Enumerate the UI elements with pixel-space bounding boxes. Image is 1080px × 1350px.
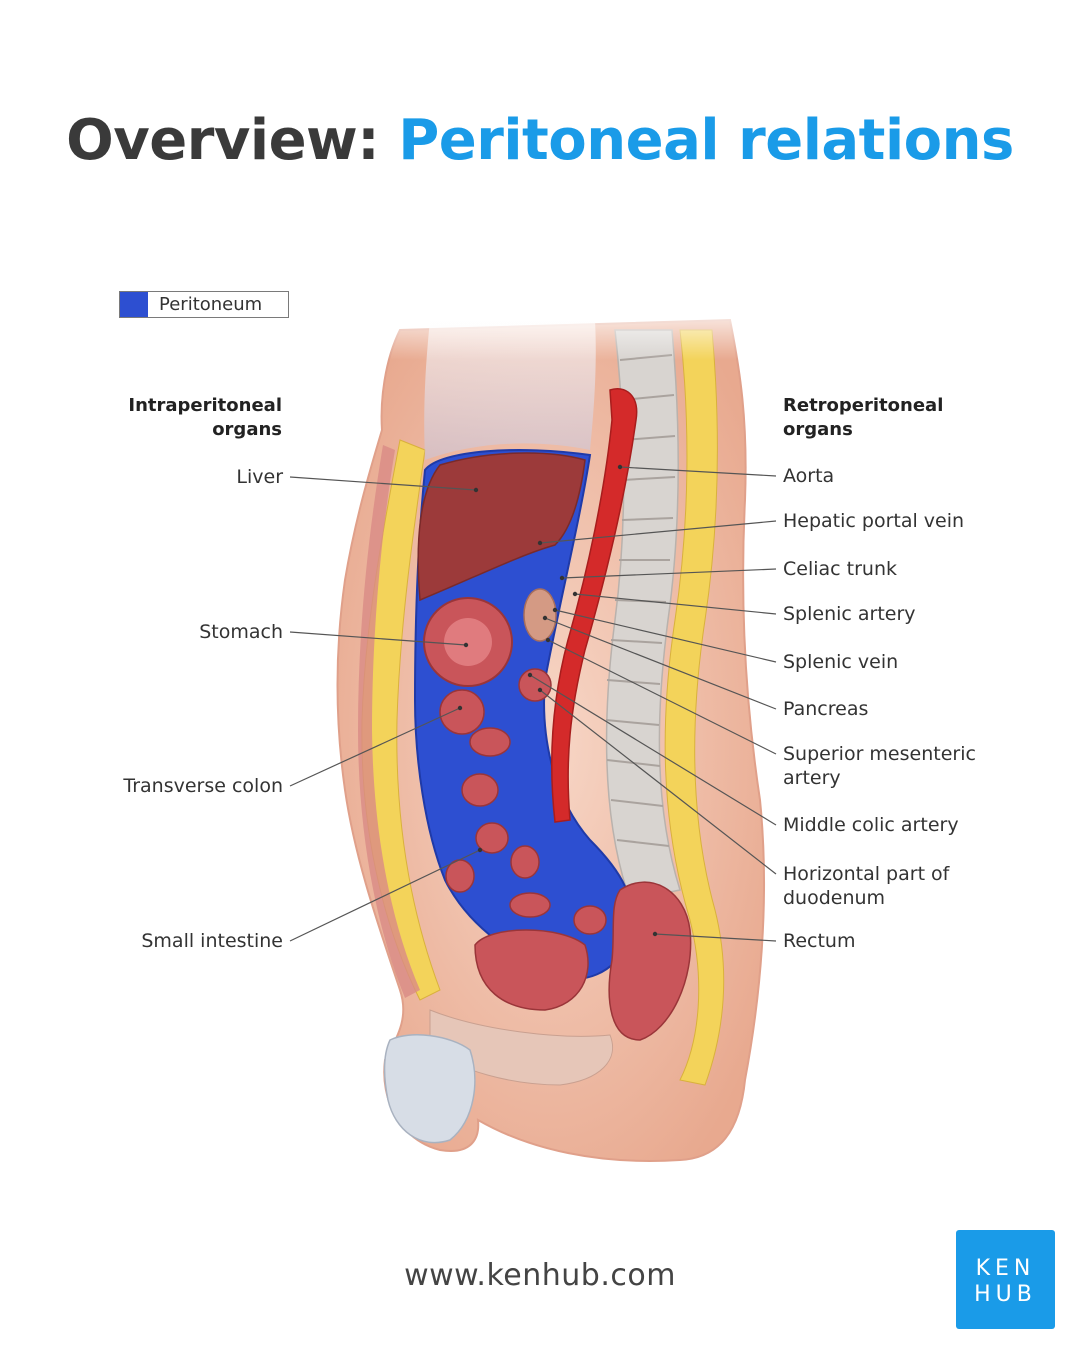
legend: Peritoneum <box>119 291 289 318</box>
label-superior-mesenteric-artery-line1: Superior mesenteric <box>783 743 976 765</box>
label-aorta: Aorta <box>783 464 834 488</box>
retroperitoneal-heading-line1: Retroperitoneal <box>783 395 944 416</box>
label-small-intestine: Small intestine <box>141 930 283 952</box>
label-transverse-colon: Transverse colon <box>123 775 283 797</box>
label-stomach: Stomach <box>199 621 283 643</box>
title-prefix: Overview: <box>66 108 380 173</box>
label-hepatic-portal-vein-line1: Hepatic portal vein <box>783 510 965 532</box>
retroperitoneal-heading-line2: organs <box>783 419 853 440</box>
pelvic-floor <box>429 1009 613 1086</box>
intraperitoneal-heading-line2: organs <box>212 419 282 440</box>
label-celiac-trunk-line1: Celiac trunk <box>783 558 897 580</box>
label-superior-mesenteric-artery-line2: artery <box>783 767 841 789</box>
pancreas-organ <box>523 588 557 642</box>
label-liver: Liver <box>236 466 283 488</box>
intraperitoneal-heading-line1: Intraperitoneal <box>128 395 282 416</box>
label-pancreas-line1: Pancreas <box>783 698 869 720</box>
legend-swatch <box>120 292 148 317</box>
transverse-colon-organ <box>439 689 485 735</box>
retroperitoneal-heading: Retroperitoneal organs <box>783 394 943 442</box>
intraperitoneal-heading: Intraperitoneal organs <box>128 394 282 442</box>
label-splenic-vein-line1: Splenic vein <box>783 651 899 673</box>
label-hepatic-portal-vein: Hepatic portal vein <box>783 509 964 533</box>
top-fade <box>370 300 770 360</box>
logo-line2: HUB <box>974 1282 1037 1307</box>
stomach-lumen <box>444 618 492 666</box>
footer-url: www.kenhub.com <box>404 1258 676 1293</box>
label-aorta-line1: Aorta <box>783 465 835 487</box>
label-celiac-trunk: Celiac trunk <box>783 557 897 581</box>
bladder-organ <box>474 929 589 1011</box>
label-middle-colic-artery: Middle colic artery <box>783 813 959 837</box>
logo-line1: KEN <box>975 1256 1036 1281</box>
label-splenic-vein: Splenic vein <box>783 650 898 674</box>
external-genitalia <box>383 1034 476 1144</box>
label-horizontal-part-of-duodenum-line2: duodenum <box>783 887 886 909</box>
duodenum-organ <box>518 668 552 702</box>
label-middle-colic-artery-line1: Middle colic artery <box>783 814 959 836</box>
rectum-organ <box>608 881 692 1041</box>
label-splenic-artery-line1: Splenic artery <box>783 603 916 625</box>
legend-label: Peritoneum <box>159 294 263 315</box>
label-rectum-line1: Rectum <box>783 930 856 952</box>
kenhub-logo: KEN HUB <box>956 1230 1055 1329</box>
title-highlight: Peritoneal relations <box>398 108 1014 173</box>
label-horizontal-part-of-duodenum-line1: Horizontal part of <box>783 863 950 885</box>
page-title: Overview: Peritoneal relations <box>0 108 1080 173</box>
label-rectum: Rectum <box>783 929 855 953</box>
label-splenic-artery: Splenic artery <box>783 602 916 626</box>
label-pancreas: Pancreas <box>783 697 868 721</box>
